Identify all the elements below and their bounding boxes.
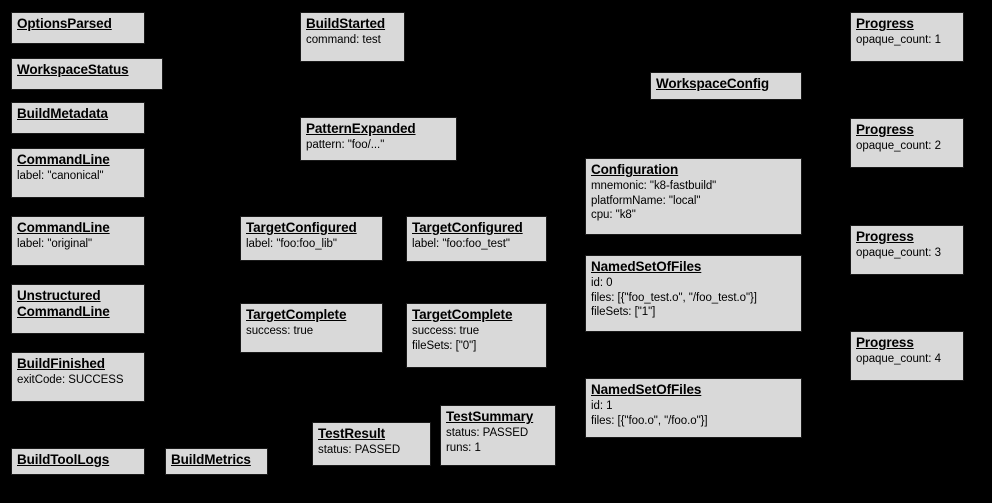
node-progress-3[interactable]: Progress opaque_count: 3 [850, 225, 964, 275]
node-fields: pattern: "foo/..." [306, 138, 385, 151]
node-fields: success: true fileSets: ["0"] [412, 324, 480, 352]
node-build-finished[interactable]: BuildFinished exitCode: SUCCESS [11, 352, 145, 402]
node-title: WorkspaceConfig [656, 76, 770, 91]
node-title: Progress [856, 122, 914, 137]
node-test-summary[interactable]: TestSummary status: PASSED runs: 1 [440, 405, 556, 466]
node-title: BuildStarted [306, 16, 386, 31]
node-fields: exitCode: SUCCESS [17, 373, 124, 386]
node-title: NamedSetOfFiles [591, 259, 702, 274]
node-build-metadata[interactable]: BuildMetadata [11, 102, 145, 134]
node-title: TargetConfigured [246, 220, 357, 235]
node-title: Progress [856, 229, 914, 244]
node-fields: opaque_count: 2 [856, 139, 941, 152]
node-title: Configuration [591, 162, 679, 177]
node-named-set-of-files-1[interactable]: NamedSetOfFiles id: 1 files: [{"foo.o", "… [585, 378, 802, 438]
node-fields: label: "foo:foo_lib" [246, 237, 337, 250]
node-test-result[interactable]: TestResult status: PASSED [312, 422, 431, 466]
node-fields: id: 1 files: [{"foo.o", "/foo.o"}] [591, 399, 708, 427]
node-title: TargetComplete [412, 307, 513, 322]
node-target-complete-lib[interactable]: TargetComplete success: true [240, 303, 383, 353]
node-title: TargetComplete [246, 307, 347, 322]
node-progress-1[interactable]: Progress opaque_count: 1 [850, 12, 964, 62]
node-command-line-canonical[interactable]: CommandLine label: "canonical" [11, 148, 145, 198]
node-configuration[interactable]: Configuration mnemonic: "k8-fastbuild" pl… [585, 158, 802, 235]
node-workspace-config[interactable]: WorkspaceConfig [650, 72, 802, 100]
node-fields: label: "canonical" [17, 169, 104, 182]
node-fields: status: PASSED runs: 1 [446, 426, 529, 454]
node-title: TargetConfigured [412, 220, 523, 235]
node-build-started[interactable]: BuildStarted command: test [300, 12, 405, 62]
node-fields: label: "foo:foo_test" [412, 237, 510, 250]
node-unstructured-command-line[interactable]: Unstructured CommandLine [11, 284, 145, 334]
node-title: Progress [856, 16, 914, 31]
node-title: Progress [856, 335, 914, 350]
node-title: BuildMetadata [17, 106, 108, 121]
node-title: Unstructured CommandLine [17, 288, 110, 319]
node-build-metrics[interactable]: BuildMetrics [165, 448, 268, 475]
node-title: BuildFinished [17, 356, 105, 371]
node-fields: command: test [306, 33, 381, 46]
node-build-tool-logs[interactable]: BuildToolLogs [11, 448, 145, 475]
node-title: NamedSetOfFiles [591, 382, 702, 397]
node-fields: status: PASSED [318, 443, 401, 456]
node-fields: opaque_count: 4 [856, 352, 941, 365]
node-title: CommandLine [17, 152, 110, 167]
node-title: CommandLine [17, 220, 110, 235]
node-fields: id: 0 files: [{"foo_test.o", "/foo_test.… [591, 276, 757, 319]
node-title: TestSummary [446, 409, 534, 424]
node-named-set-of-files-0[interactable]: NamedSetOfFiles id: 0 files: [{"foo_test.… [585, 255, 802, 332]
node-progress-2[interactable]: Progress opaque_count: 2 [850, 118, 964, 168]
node-target-configured-lib[interactable]: TargetConfigured label: "foo:foo_lib" [240, 216, 383, 261]
node-workspace-status[interactable]: WorkspaceStatus [11, 58, 163, 90]
node-target-complete-test[interactable]: TargetComplete success: true fileSets: ["… [406, 303, 547, 368]
node-command-line-original[interactable]: CommandLine label: "original" [11, 216, 145, 266]
node-title: BuildToolLogs [17, 452, 110, 467]
node-progress-4[interactable]: Progress opaque_count: 4 [850, 331, 964, 381]
node-fields: label: "original" [17, 237, 93, 250]
node-title: WorkspaceStatus [17, 62, 129, 77]
node-title: PatternExpanded [306, 121, 416, 136]
node-title: OptionsParsed [17, 16, 112, 31]
node-fields: mnemonic: "k8-fastbuild" platformName: "… [591, 179, 717, 222]
node-pattern-expanded[interactable]: PatternExpanded pattern: "foo/..." [300, 117, 457, 161]
node-options-parsed[interactable]: OptionsParsed [11, 12, 145, 44]
node-title: TestResult [318, 426, 386, 441]
node-fields: opaque_count: 1 [856, 33, 941, 46]
node-title: BuildMetrics [171, 452, 251, 467]
node-fields: opaque_count: 3 [856, 246, 941, 259]
node-target-configured-test[interactable]: TargetConfigured label: "foo:foo_test" [406, 216, 547, 262]
node-fields: success: true [246, 324, 314, 337]
